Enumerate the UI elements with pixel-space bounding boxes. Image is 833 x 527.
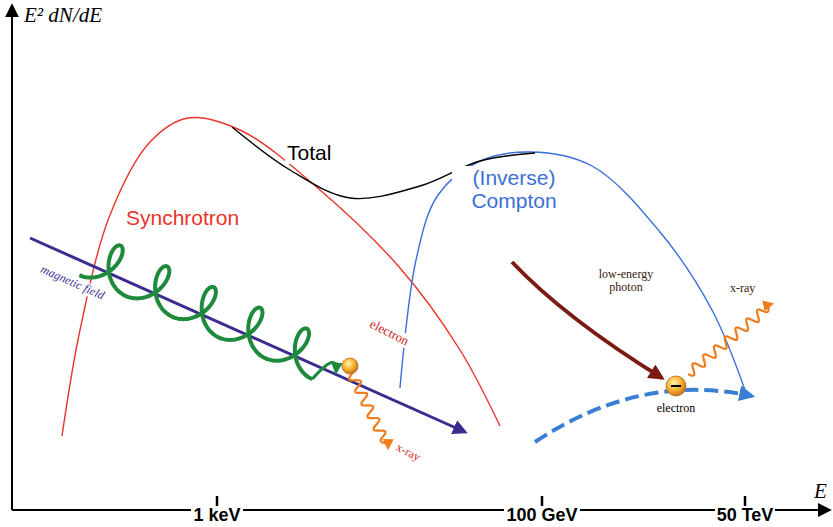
electron-ball xyxy=(666,376,686,396)
axis-label: E² dN/dE xyxy=(22,4,104,27)
x-axis xyxy=(12,509,829,511)
helix-arrow xyxy=(312,363,336,380)
annotation: electron xyxy=(366,316,413,350)
y-axis xyxy=(11,6,13,510)
curve-label: Synchrotron xyxy=(124,206,241,229)
magnetic-field-arrow xyxy=(30,238,465,432)
electron-path xyxy=(535,390,752,442)
minus-sign xyxy=(671,385,681,387)
tick-label: 50 TeV xyxy=(715,506,776,526)
curves xyxy=(62,117,745,436)
pictures xyxy=(30,238,772,448)
compton-curve xyxy=(400,152,745,390)
electron-ball xyxy=(342,358,358,374)
tick-label: 100 GeV xyxy=(504,506,579,526)
electron-helix xyxy=(79,245,312,379)
annotation: low-energy photon xyxy=(585,268,667,294)
curve-label: (Inverse) Compton xyxy=(452,166,576,212)
annotation: electron xyxy=(655,402,698,415)
curve-label: Total xyxy=(285,141,333,164)
x-ray-wave xyxy=(349,374,388,448)
x-ray-wave xyxy=(688,304,772,376)
annotation: x-ray xyxy=(392,440,424,465)
axes xyxy=(12,6,829,510)
axis-label: E xyxy=(812,480,829,503)
tick-label: 1 keV xyxy=(191,506,242,526)
synchrotron-curve xyxy=(62,117,500,436)
annotation: x-ray xyxy=(728,282,757,295)
